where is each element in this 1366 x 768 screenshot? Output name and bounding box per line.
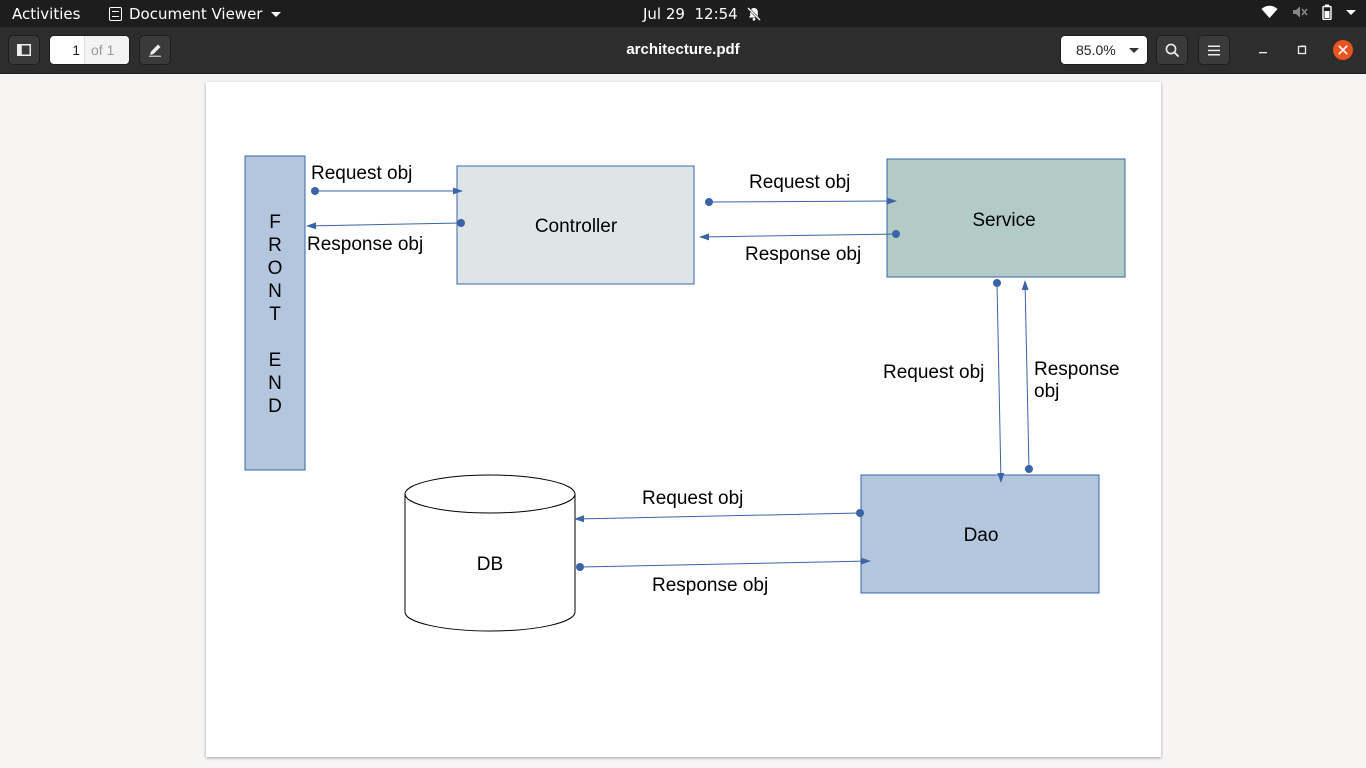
front-end-letter: R (268, 235, 282, 256)
service-label: Service (972, 210, 1035, 231)
zoom-select[interactable]: 85.0% (1060, 35, 1148, 65)
service-dao-request-arrow (993, 279, 1005, 483)
db-label: DB (477, 554, 503, 575)
dao-box: Dao (860, 474, 1100, 594)
page-number-entry[interactable]: 1 of 1 (49, 35, 130, 65)
fe-controller-request-arrow (311, 187, 463, 195)
minimize-button[interactable] (1252, 39, 1274, 61)
document-viewer-icon (109, 7, 122, 21)
front-end-letter: N (268, 281, 282, 302)
maximize-icon (1297, 45, 1307, 55)
annotate-button[interactable] (139, 35, 171, 65)
architecture-diagram: F R O N T E N D Controller Service (244, 155, 1126, 632)
dao-db-request-arrow (574, 509, 864, 523)
front-end-letter: T (269, 304, 281, 325)
close-icon (1333, 40, 1353, 60)
sidebar-toggle-icon (17, 44, 31, 56)
activities-button[interactable]: Activities (12, 5, 81, 23)
close-button[interactable] (1332, 39, 1354, 61)
service-dao-request-label: Request obj (883, 362, 984, 383)
clock[interactable]: Jul 29 12:54 (643, 5, 762, 23)
controller-service-request-label: Request obj (749, 172, 850, 193)
volume-muted-icon (1293, 6, 1308, 18)
app-menu-caret-icon (271, 11, 282, 17)
system-menu-caret-icon (1346, 9, 1356, 15)
front-end-letter: N (268, 373, 282, 394)
fe-controller-request-label: Request obj (311, 163, 412, 184)
minimize-icon (1259, 52, 1267, 54)
service-dao-response-label-line2: obj (1034, 381, 1059, 402)
dao-db-response-label: Response obj (652, 575, 768, 596)
annotate-pencil-icon (149, 44, 161, 57)
dao-db-response-arrow (576, 557, 871, 571)
header-bar: 1 of 1 architecture.pdf 85.0% (0, 27, 1366, 74)
maximize-button[interactable] (1291, 39, 1313, 61)
search-button[interactable] (1156, 35, 1188, 65)
fe-controller-response-label: Response obj (307, 234, 423, 255)
system-status-area[interactable] (1261, 4, 1356, 20)
controller-service-response-arrow (699, 230, 900, 241)
service-dao-response-label: Response (1034, 359, 1120, 380)
front-end-letter: E (269, 350, 282, 371)
battery-icon (1322, 4, 1332, 20)
service-box: Service (886, 158, 1126, 278)
controller-label: Controller (535, 216, 618, 237)
controller-service-response-label: Response obj (745, 244, 861, 265)
zoom-dropdown-icon (1128, 47, 1139, 53)
app-menu-label: Document Viewer (129, 5, 263, 23)
front-end-letter: O (268, 258, 283, 279)
search-icon (1165, 43, 1179, 57)
dao-db-request-label: Request obj (642, 488, 743, 509)
fe-controller-response-arrow (306, 219, 465, 230)
main-menu-button[interactable] (1198, 35, 1230, 65)
front-end-box: F R O N T E N D (244, 155, 306, 471)
pdf-page: F R O N T E N D Controller Service (206, 82, 1161, 757)
page-count-label: of 1 (84, 36, 129, 64)
app-menu[interactable]: Document Viewer (109, 5, 282, 23)
wifi-icon (1261, 5, 1278, 18)
sidebar-toggle-button[interactable] (8, 35, 40, 65)
current-page-field[interactable]: 1 (72, 42, 80, 58)
notifications-off-icon (746, 7, 761, 21)
controller-box: Controller (456, 165, 695, 285)
hamburger-menu-icon (1208, 45, 1220, 55)
front-end-letter: F (269, 212, 281, 233)
document-title: architecture.pdf (626, 41, 740, 58)
db-cylinder: DB (404, 474, 576, 632)
system-top-bar: Activities Document Viewer Jul 29 12:54 (0, 0, 1366, 27)
controller-service-request-arrow (705, 197, 897, 206)
document-view[interactable]: F R O N T E N D Controller Service (0, 74, 1366, 768)
dao-label: Dao (964, 525, 999, 546)
front-end-letter: D (268, 396, 282, 417)
service-dao-response-arrow (1021, 280, 1033, 473)
clock-label: Jul 29 12:54 (643, 5, 738, 23)
zoom-value: 85.0% (1076, 42, 1116, 58)
